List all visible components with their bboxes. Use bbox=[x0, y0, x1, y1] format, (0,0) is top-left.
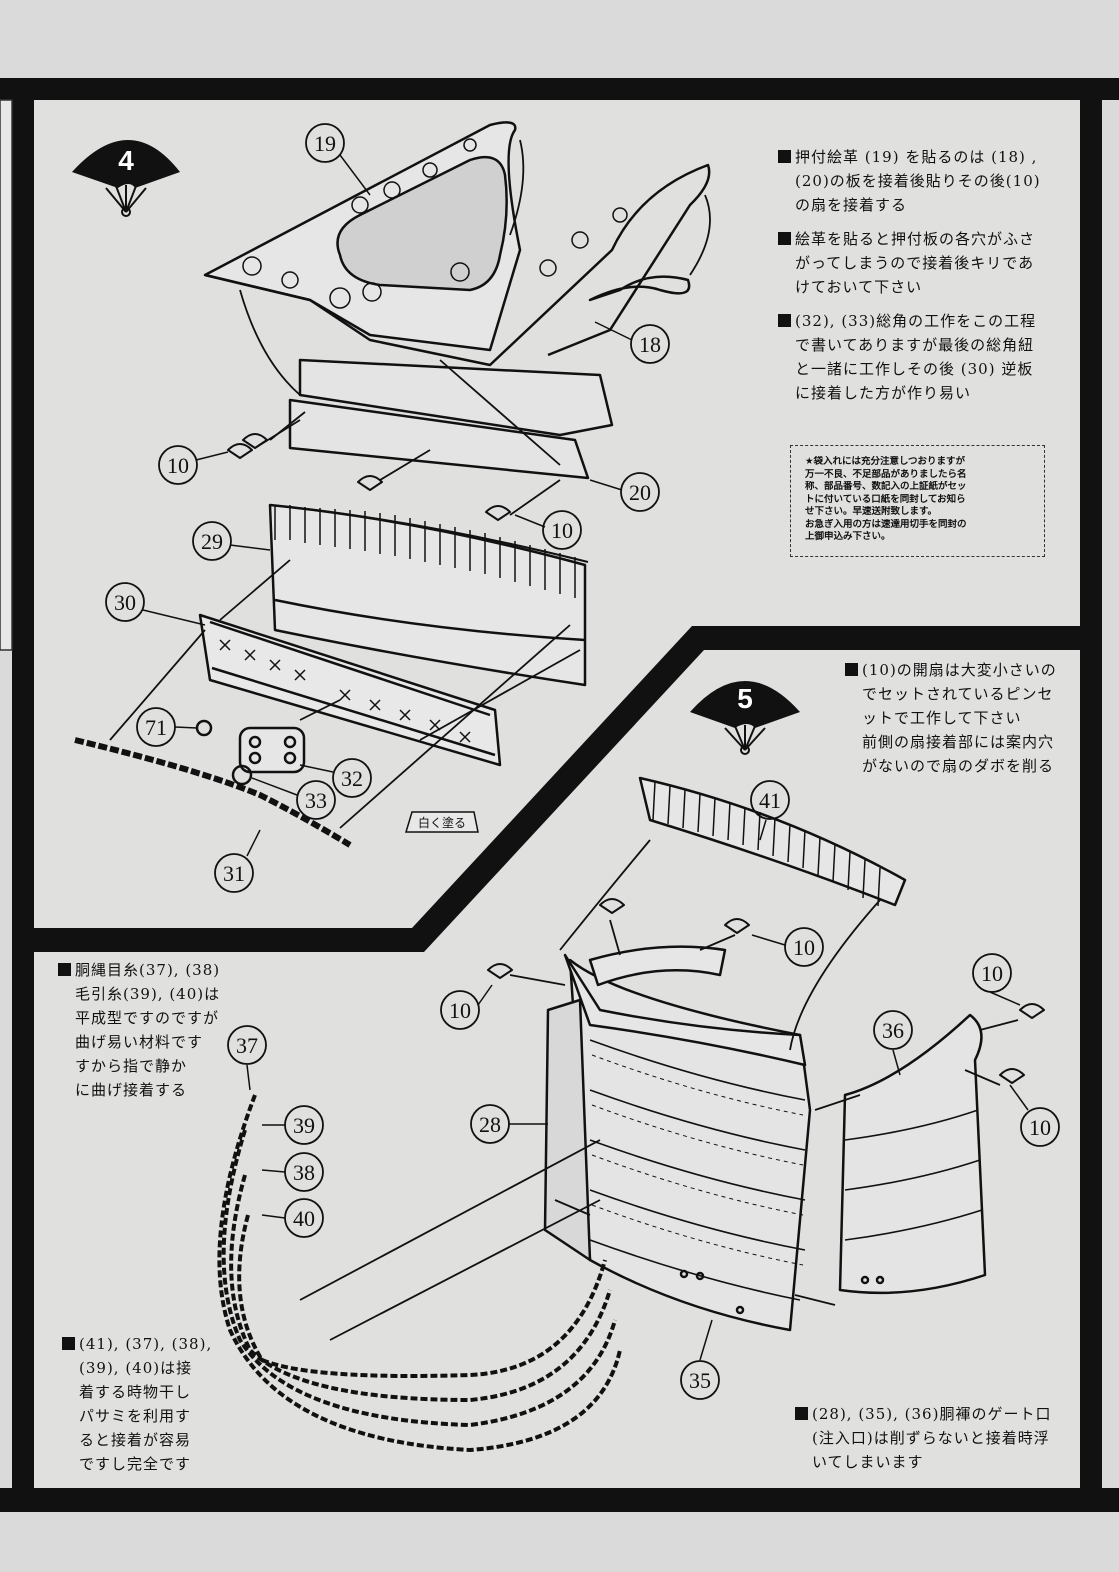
bullet-square-icon bbox=[778, 314, 791, 327]
step5-note-line: (10)の開扇は大変小さいの bbox=[845, 658, 1075, 682]
step4-note-2-line: がってしまうので接着後キリであ bbox=[795, 254, 1035, 272]
cord-note-line: 平成型ですのですが bbox=[75, 1009, 220, 1027]
step4-illustration bbox=[74, 121, 711, 848]
black-frame bbox=[0, 78, 1119, 1512]
callout-28: 28 bbox=[479, 1112, 501, 1137]
gate-note-line: (注入口)は削ずらないと接着時浮 bbox=[812, 1429, 1050, 1447]
clip-note: (41), (37), (38), (39), (40)は接 着する時物干し パ… bbox=[62, 1332, 232, 1476]
cord-note-line: 毛引糸(39), (40)は bbox=[75, 985, 221, 1003]
callout-37: 37 bbox=[236, 1033, 258, 1058]
notice-line: 上御申込み下さい。 bbox=[805, 531, 891, 542]
missing-parts-notice: ★袋入れには充分注意しつおりますが 万一不良、不足部品がありましたら名 称、部品… bbox=[790, 445, 1045, 557]
callout-10-b: 10 bbox=[551, 518, 573, 543]
callout-41: 41 bbox=[759, 788, 781, 813]
gate-note-line: (28), (35), (36)胴褌のゲート口 bbox=[795, 1402, 1075, 1426]
step4-note-2-line: けておいて下さい bbox=[795, 278, 923, 296]
step4-note-3: (32), (33)総角の工作をこの工程 bbox=[778, 309, 1068, 333]
step4-note-1-line: (20)の板を接着後貼りその後(10) bbox=[795, 172, 1041, 190]
step5-note-line: ットで工作して下さい bbox=[862, 709, 1022, 727]
cord-note: 胴縄目糸(37), (38) 毛引糸(39), (40)は 平成型ですのですが … bbox=[58, 958, 233, 1102]
step5-note-line: 前側の扇接着部には案内穴 bbox=[862, 733, 1055, 751]
notice-line: 万一不良、不足部品がありましたら名 bbox=[805, 468, 967, 480]
clip-note-line: ると接着が容易 bbox=[79, 1431, 192, 1449]
bullet-square-icon bbox=[58, 963, 71, 976]
bullet-square-icon bbox=[62, 1337, 75, 1350]
callout-31: 31 bbox=[223, 861, 245, 886]
notice-line: ★袋入れには充分注意しつおりますが bbox=[805, 456, 965, 467]
clip-note-line: パサミを利用す bbox=[79, 1407, 192, 1425]
step-4-fan-icon bbox=[72, 140, 180, 217]
step5-note-line: でセットされているピンセ bbox=[862, 685, 1054, 703]
cord-note-line: すから指で静か bbox=[75, 1057, 188, 1075]
callout-71: 71 bbox=[145, 715, 167, 740]
callout-33: 33 bbox=[305, 788, 327, 813]
bullet-square-icon bbox=[845, 663, 858, 676]
clip-note-line: ですし完全です bbox=[79, 1455, 192, 1473]
step-5-number: 5 bbox=[737, 683, 753, 714]
clip-note-line: 着する時物干し bbox=[79, 1383, 192, 1401]
notice-line: 称、部品番号、数記入の上証紙がセッ bbox=[805, 481, 967, 492]
part-callouts bbox=[105, 123, 1060, 1400]
step4-note-3-line: と一諸に工作しその後 (30) 逆板 bbox=[795, 360, 1034, 378]
notice-line: お急ぎ入用の方は速達用切手を同封の bbox=[805, 518, 967, 530]
left-edge-strip bbox=[0, 99, 13, 651]
gate-note: (28), (35), (36)胴褌のゲート口 (注入口)は削ずらないと接着時浮… bbox=[795, 1402, 1075, 1474]
callout-10-c: 10 bbox=[793, 935, 815, 960]
step4-notes: 押付絵革 (19) を貼るのは (18) , (20)の板を接着後貼りその後(1… bbox=[778, 145, 1068, 405]
callout-19: 19 bbox=[314, 131, 336, 156]
step4-note-1: 押付絵革 (19) を貼るのは (18) , bbox=[778, 145, 1068, 169]
notice-line: せ下さい。早速送附致します。 bbox=[805, 506, 938, 517]
callout-29: 29 bbox=[201, 529, 223, 554]
callout-38: 38 bbox=[293, 1160, 315, 1185]
step5-note: (10)の開扇は大変小さいの でセットされているピンセ ットで工作して下さい 前… bbox=[845, 658, 1075, 778]
callout-36: 36 bbox=[882, 1018, 904, 1043]
step4-note-1-line: の扇を接着する bbox=[795, 196, 908, 214]
bullet-square-icon bbox=[778, 232, 791, 245]
notice-line: トに付いている口紙を同封してお知ら bbox=[805, 493, 966, 505]
step4-note-2: 絵革を貼ると押付板の各穴がふさ bbox=[778, 227, 1068, 251]
clip-note-line: (41), (37), (38), bbox=[62, 1332, 232, 1356]
callout-10-f: 10 bbox=[1029, 1115, 1051, 1140]
step-5-fan-icon bbox=[690, 681, 800, 755]
bullet-square-icon bbox=[795, 1407, 808, 1420]
paint-white-label: 白く塗る bbox=[418, 815, 466, 830]
callout-39: 39 bbox=[293, 1113, 315, 1138]
callout-20: 20 bbox=[629, 480, 651, 505]
bullet-square-icon bbox=[778, 150, 791, 163]
step-4-number: 4 bbox=[118, 145, 134, 176]
paint-white-label-box bbox=[404, 811, 479, 833]
step5-illustration bbox=[217, 776, 1045, 1452]
cord-note-line: 曲げ易い材料です bbox=[75, 1033, 204, 1051]
callout-18: 18 bbox=[639, 332, 661, 357]
callout-30: 30 bbox=[114, 590, 136, 615]
step4-note-3-line: で書いてありますが最後の総角紐 bbox=[795, 336, 1035, 354]
cord-note-line: 胴縄目糸(37), (38) bbox=[58, 958, 233, 982]
callout-32: 32 bbox=[341, 766, 363, 791]
gate-note-line: いてしまいます bbox=[812, 1453, 924, 1471]
step4-note-3-line: に接着した方が作り易い bbox=[795, 384, 972, 402]
cord-note-line: に曲げ接着する bbox=[75, 1081, 188, 1099]
callout-10-d: 10 bbox=[449, 998, 471, 1023]
step5-note-line: がないので扇のダボを削る bbox=[862, 757, 1055, 775]
callout-10-a: 10 bbox=[167, 453, 189, 478]
callout-35: 35 bbox=[689, 1368, 711, 1393]
leader-lines bbox=[142, 154, 1029, 1361]
callout-40: 40 bbox=[293, 1206, 315, 1231]
clip-note-line: (39), (40)は接 bbox=[79, 1359, 193, 1377]
callout-10-e: 10 bbox=[981, 961, 1003, 986]
